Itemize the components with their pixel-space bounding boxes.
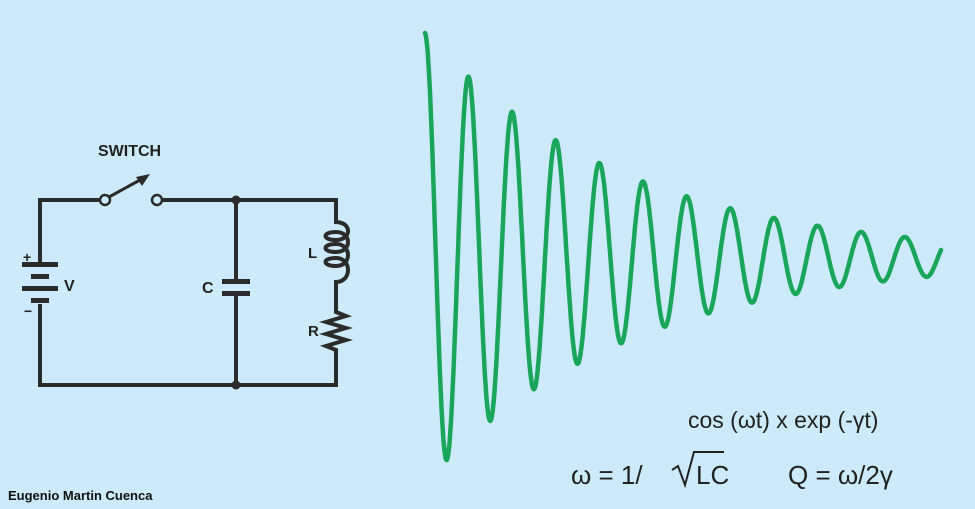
battery-label: V: [64, 278, 75, 295]
battery-plus-sign: +: [23, 249, 31, 265]
omega-formula-lhs: ω = 1/: [571, 460, 643, 490]
junction-top: [231, 195, 241, 205]
wire-bottom: [38, 350, 338, 387]
battery-minus-sign: −: [24, 303, 32, 319]
capacitor-plate-bottom: [222, 291, 250, 296]
capacitor-plate-top: [222, 279, 250, 284]
battery-plate-4: [31, 298, 49, 303]
author-credit: Eugenio Martin Cuenca: [8, 488, 153, 503]
signal-formula: cos (ωt) x exp (-γt): [688, 407, 878, 433]
resistor-label: R: [308, 323, 319, 340]
damped-oscillation-curve: [422, 30, 944, 463]
junction-bottom: [231, 380, 241, 390]
switch-lever: [108, 178, 141, 199]
switch-label: SWITCH: [98, 143, 161, 160]
switch-contact-left: [98, 193, 112, 207]
inductor-label: L: [308, 245, 317, 262]
resistor-zigzag: [319, 304, 353, 354]
quality-factor-formula: Q = ω/2γ: [788, 460, 893, 490]
omega-sqrt-argument: LC: [696, 460, 729, 490]
switch-contact-right: [150, 193, 164, 207]
capacitor: [222, 279, 250, 296]
circuit: SWITCH V + − C L R: [22, 143, 353, 390]
switch: [98, 174, 164, 207]
battery-plate-3: [22, 286, 58, 291]
battery-plate-2: [31, 274, 49, 279]
switch-arrowhead: [136, 174, 150, 186]
inductor-coil: [323, 219, 350, 308]
wire-top-right: [161, 198, 338, 224]
battery: [22, 262, 58, 303]
battery-plate-1: [22, 262, 58, 267]
sqrt-sign: [671, 451, 724, 489]
formulas: cos (ωt) x exp (-γt) ω = 1/ LC Q = ω/2γ: [571, 407, 893, 490]
capacitor-label: C: [202, 280, 214, 297]
